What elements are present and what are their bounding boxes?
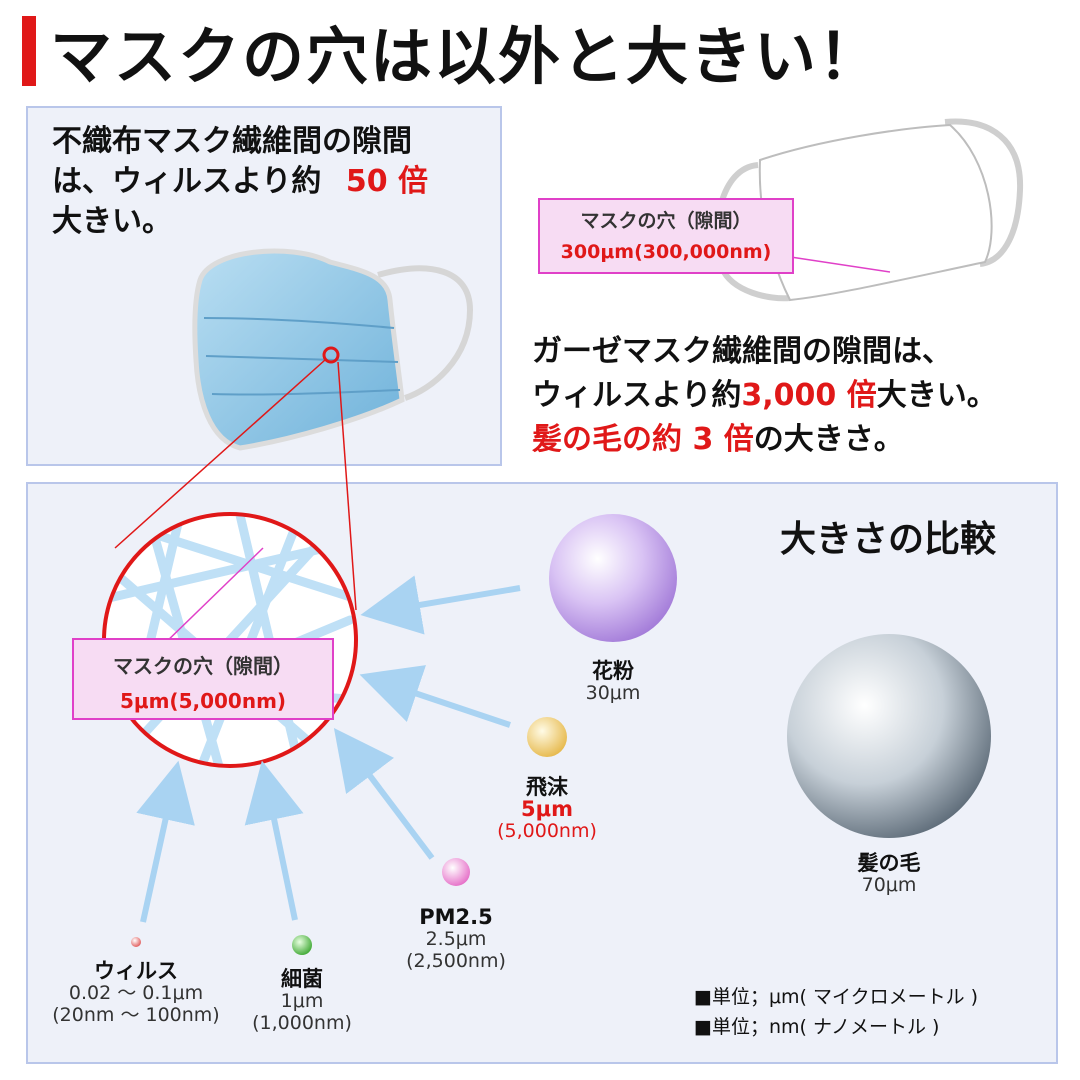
bacteria-name: 細菌 — [281, 967, 323, 991]
nonwoven-hole-label: マスクの穴（隙間） — [113, 654, 293, 678]
bacteria-particle — [292, 935, 312, 955]
unit-micrometer: ■単位；μm( マイクロメートル ) — [694, 986, 979, 1008]
nonwoven-ratio: 50 倍 — [345, 164, 429, 199]
gauze-description: ガーゼマスク繊維間の隙間は、 ウィルスより約3,000 倍大きい。 髪の毛の約 … — [532, 330, 997, 462]
gauze-line3: 髪の毛の約 3 倍の大きさ。 — [532, 418, 997, 462]
unit-nanometer: ■単位；nm( ナノメートル ) — [694, 1016, 940, 1038]
nonwoven-mask-illustration — [192, 248, 474, 451]
arrow-droplet — [359, 665, 511, 728]
arrow-bacteria — [244, 760, 304, 921]
gauze-line2: ウィルスより約3,000 倍大きい。 — [532, 374, 997, 418]
nonwoven-line2: は、ウィルスより約 50 倍 — [52, 162, 428, 202]
gauze-hole-label: マスクの穴（隙間） — [580, 210, 752, 232]
hair-particle — [787, 634, 991, 838]
zoom-line-left — [114, 359, 326, 549]
droplet-label: 飛沫 5μm (5,000nm) — [480, 776, 614, 842]
droplet-particle — [527, 717, 567, 757]
gauze-line2-end: 大きい。 — [876, 378, 997, 413]
pollen-particle — [549, 514, 677, 642]
nonwoven-hole-size: 5μm(5,000nm) — [119, 689, 287, 713]
nonwoven-line1: 不織布マスク繊維間の隙間 — [52, 124, 412, 159]
droplet-size: 5μm — [521, 797, 573, 821]
nonwoven-line2-text: は、ウィルスより約 — [52, 164, 322, 199]
arrow-pm25 — [333, 728, 435, 860]
title-accent-bar — [22, 16, 36, 86]
bacteria-label: 細菌 1μm (1,000nm) — [242, 968, 362, 1034]
arrow-virus — [136, 760, 195, 923]
droplet-size-nm: (5,000nm) — [497, 820, 597, 842]
bacteria-size: 1μm — [280, 990, 324, 1012]
nonwoven-description: 不織布マスク繊維間の隙間 は、ウィルスより約 50 倍 大きい。 — [52, 122, 428, 242]
bacteria-size-nm: (1,000nm) — [252, 1012, 352, 1034]
gauze-ratio: 3,000 倍 — [741, 378, 877, 413]
pollen-label: 花粉 30μm — [563, 660, 663, 704]
pm25-size: 2.5μm — [425, 928, 487, 950]
pm25-label: PM2.5 2.5μm (2,500nm) — [396, 906, 516, 972]
comparison-title: 大きさの比較 — [780, 519, 997, 560]
virus-size-nm: (20nm 〜 100nm) — [52, 1004, 220, 1026]
nonwoven-line3: 大きい。 — [52, 204, 172, 239]
virus-label: ウィルス 0.02 〜 0.1μm (20nm 〜 100nm) — [38, 960, 234, 1026]
gauze-hole-callout: マスクの穴（隙間） 300μm(300,000nm) — [538, 198, 794, 274]
pm25-name: PM2.5 — [419, 905, 493, 929]
hair-label: 髪の毛 70μm — [830, 852, 948, 896]
gauze-hair-ratio: 髪の毛の約 3 倍 — [532, 422, 754, 457]
hair-size: 70μm — [861, 874, 917, 896]
gauze-hole-size: 300μm(300,000nm) — [560, 241, 772, 263]
virus-size: 0.02 〜 0.1μm — [68, 982, 204, 1004]
virus-particle — [131, 937, 141, 947]
page-title: マスクの穴は以外と大きい！ — [50, 20, 883, 93]
droplet-name: 飛沫 — [526, 775, 568, 799]
arrow-pollen — [360, 575, 521, 635]
pollen-size: 30μm — [585, 682, 641, 704]
gauze-line3-end: の大きさ。 — [753, 422, 904, 457]
hair-name: 髪の毛 — [857, 851, 921, 875]
pm25-particle — [442, 858, 470, 886]
pm25-size-nm: (2,500nm) — [406, 950, 506, 972]
gauze-line2-text: ウィルスより約 — [532, 378, 742, 413]
nonwoven-hole-callout: マスクの穴（隙間） 5μm(5,000nm) — [72, 638, 334, 720]
zoom-line-right — [337, 361, 357, 611]
unit-legend: ■単位；μm( マイクロメートル ) ■単位；nm( ナノメートル ) — [694, 982, 978, 1042]
virus-name: ウィルス — [94, 959, 178, 983]
gauze-line1: ガーゼマスク繊維間の隙間は、 — [532, 334, 952, 369]
pollen-name: 花粉 — [592, 659, 634, 683]
